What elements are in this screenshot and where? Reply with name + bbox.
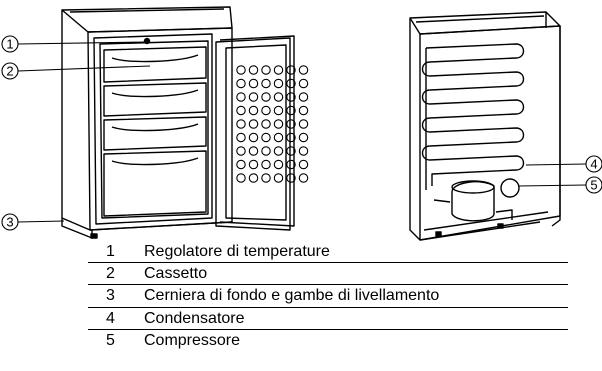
callout-2: 2 [1, 62, 151, 80]
legend-row: 3 Cerniera di fondo e gambe di livellame… [88, 285, 568, 308]
legend-row: 2 Cassetto [88, 263, 568, 286]
door-dimple [273, 146, 284, 156]
svg-text:4: 4 [590, 157, 597, 172]
condenser-coil [421, 43, 525, 190]
door-dimple [261, 146, 271, 156]
door-dimple [273, 159, 284, 170]
callout-1: 1 [1, 35, 147, 53]
svg-text:2: 2 [6, 64, 13, 79]
svg-text:5: 5 [590, 178, 597, 193]
door-dimple [273, 78, 284, 89]
door-dimple [236, 92, 246, 102]
svg-text:3: 3 [6, 215, 13, 230]
door-dimple [286, 173, 296, 183]
door-dimple [298, 78, 309, 89]
legend-row: 1 Regolatore di temperature [88, 241, 568, 264]
door-dimple [286, 92, 296, 102]
door-dimple [261, 132, 271, 143]
door-dimple [236, 65, 246, 75]
door-dimple [286, 119, 296, 129]
svg-text:1: 1 [6, 37, 13, 52]
door-dimple [273, 132, 284, 143]
door-dimple [236, 105, 246, 116]
door-dimple [248, 119, 259, 129]
door-dimple [261, 65, 271, 75]
door-dimples [236, 65, 309, 183]
door-dimple [298, 119, 309, 129]
door-dimple [273, 105, 284, 116]
legend-label: Compressore [144, 331, 241, 349]
door-dimple [261, 173, 271, 183]
door-dimple [261, 92, 271, 102]
door-dimple [286, 159, 296, 170]
legend-number: 1 [106, 243, 115, 260]
door-dimple [261, 159, 271, 170]
door-dimple [286, 132, 296, 143]
legend-label: Cassetto [144, 265, 208, 283]
door-dimple [286, 65, 296, 75]
legend-label: Cerniera di fondo e gambe di livellament… [144, 287, 440, 305]
drawers [103, 46, 207, 217]
compressor [433, 178, 520, 222]
door-dimple [298, 146, 309, 156]
callout-5: 5 [517, 176, 602, 194]
door-dimple [286, 78, 296, 89]
door-dimple [248, 132, 259, 143]
front-freezer [61, 6, 295, 239]
door-dimple [248, 78, 259, 89]
door-dimple [236, 159, 246, 170]
door-dimple [261, 78, 271, 89]
door-dimple [298, 92, 309, 102]
door-dimple [248, 146, 259, 156]
door-dimple [248, 92, 259, 102]
door-dimple [298, 159, 309, 170]
legend-number: 3 [106, 287, 115, 305]
legend-row: 4 Condensatore [88, 308, 568, 330]
door-dimple [248, 105, 259, 116]
legend-number: 2 [106, 265, 115, 283]
door-dimple [273, 173, 284, 183]
door-dimple [273, 65, 284, 75]
door-dimple [298, 173, 309, 183]
freezer-door [215, 35, 295, 231]
door-dimple [248, 65, 259, 75]
legend-number: 4 [106, 309, 115, 327]
door-dimple [286, 105, 296, 116]
door-dimple [236, 78, 246, 89]
door-dimple [236, 132, 246, 143]
legend-number: 5 [106, 331, 115, 349]
door-dimple [248, 159, 259, 170]
rear-freezer [409, 11, 561, 241]
legend-label: Regolatore di temperature [144, 243, 330, 260]
door-dimple [273, 119, 284, 129]
legend-row: 5 Compressore [88, 330, 568, 351]
legend-label: Condensatore [144, 309, 245, 327]
parts-legend: 1 Regolatore di temperature 2 Cassetto 3… [88, 241, 568, 351]
callout-4: 4 [525, 155, 602, 173]
door-dimple [248, 173, 259, 183]
door-dimple [298, 105, 309, 116]
door-dimple [273, 92, 284, 102]
door-dimple [236, 173, 246, 183]
door-dimple [286, 146, 296, 156]
door-dimple [261, 105, 271, 116]
door-dimple [298, 132, 309, 143]
door-dimple [236, 119, 246, 129]
callout-3: 3 [1, 213, 65, 231]
door-dimple [236, 146, 246, 156]
door-dimple [261, 119, 271, 129]
door-dimple [298, 65, 309, 75]
